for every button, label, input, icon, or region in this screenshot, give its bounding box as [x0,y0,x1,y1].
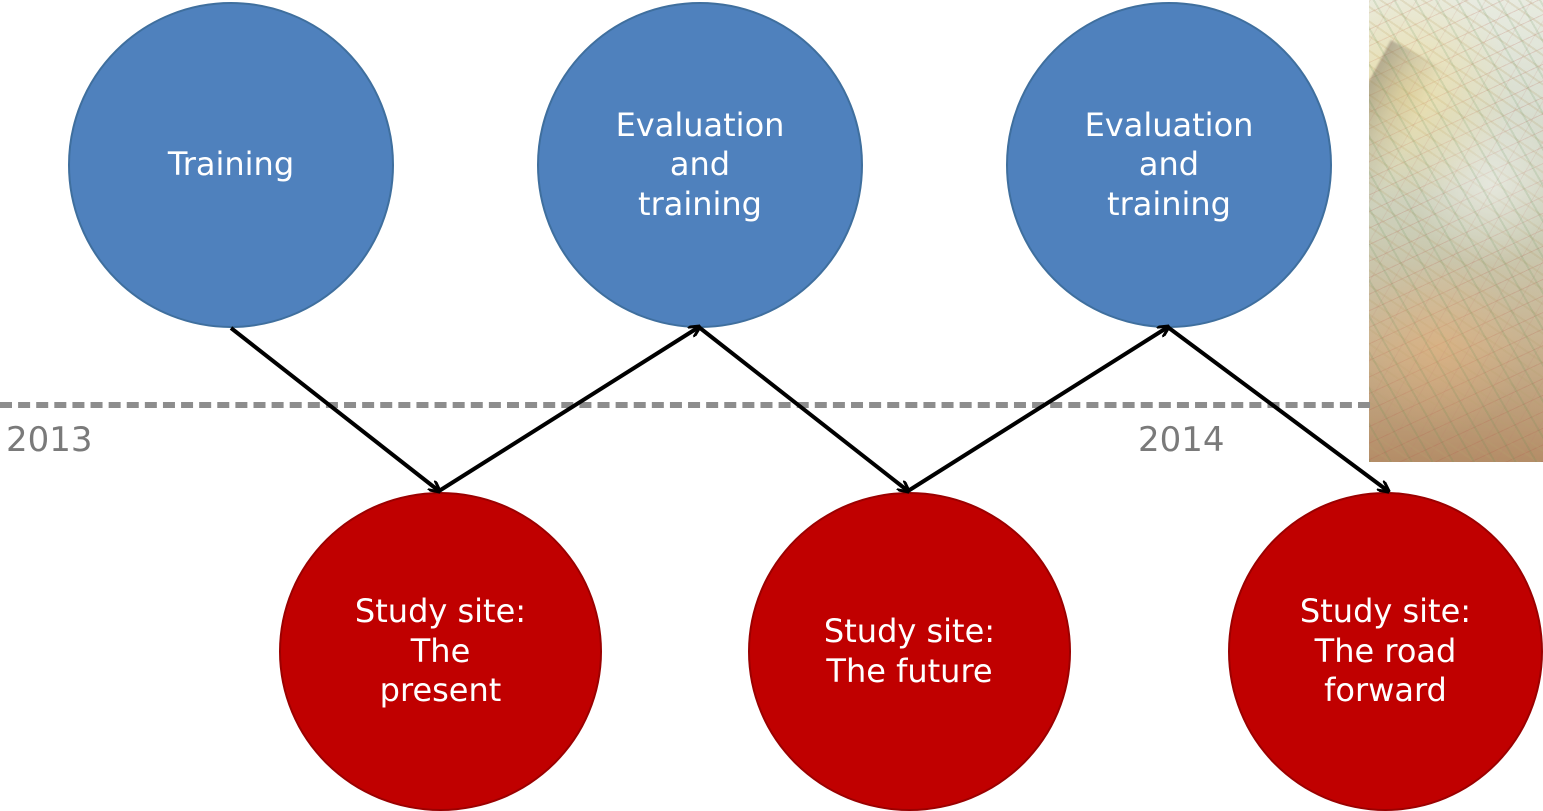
arrow-present-to-evaluation-1 [437,327,699,493]
study-site-road-forward-label: Study site: The road forward [1299,592,1472,710]
evaluation-training-node-1-label: Evaluation and training [615,105,785,223]
evaluation-training-node-2: Evaluation and training [1006,2,1332,328]
evaluation-training-node-2-label: Evaluation and training [1084,105,1254,223]
map-photo [1369,0,1543,462]
study-site-future-label: Study site: The future [823,612,996,690]
training-node-label: Training [167,145,295,184]
arrow-evaluation-1-to-future [698,326,908,491]
study-site-future-node: Study site: The future [748,492,1071,811]
arrow-future-to-evaluation-2 [906,327,1168,493]
study-site-road-forward-node: Study site: The road forward [1228,492,1543,811]
arrow-evaluation-2-to-road-forward [1167,326,1388,491]
training-node: Training [68,2,394,328]
year-label-2014: 2014 [1138,420,1225,460]
evaluation-training-node-1: Evaluation and training [537,2,863,328]
study-site-present-node: Study site: The present [279,492,602,811]
study-site-present-label: Study site: The present [354,592,527,710]
year-label-2013: 2013 [6,420,93,460]
timeline-line [0,402,1370,408]
arrow-training-to-present [229,326,439,491]
